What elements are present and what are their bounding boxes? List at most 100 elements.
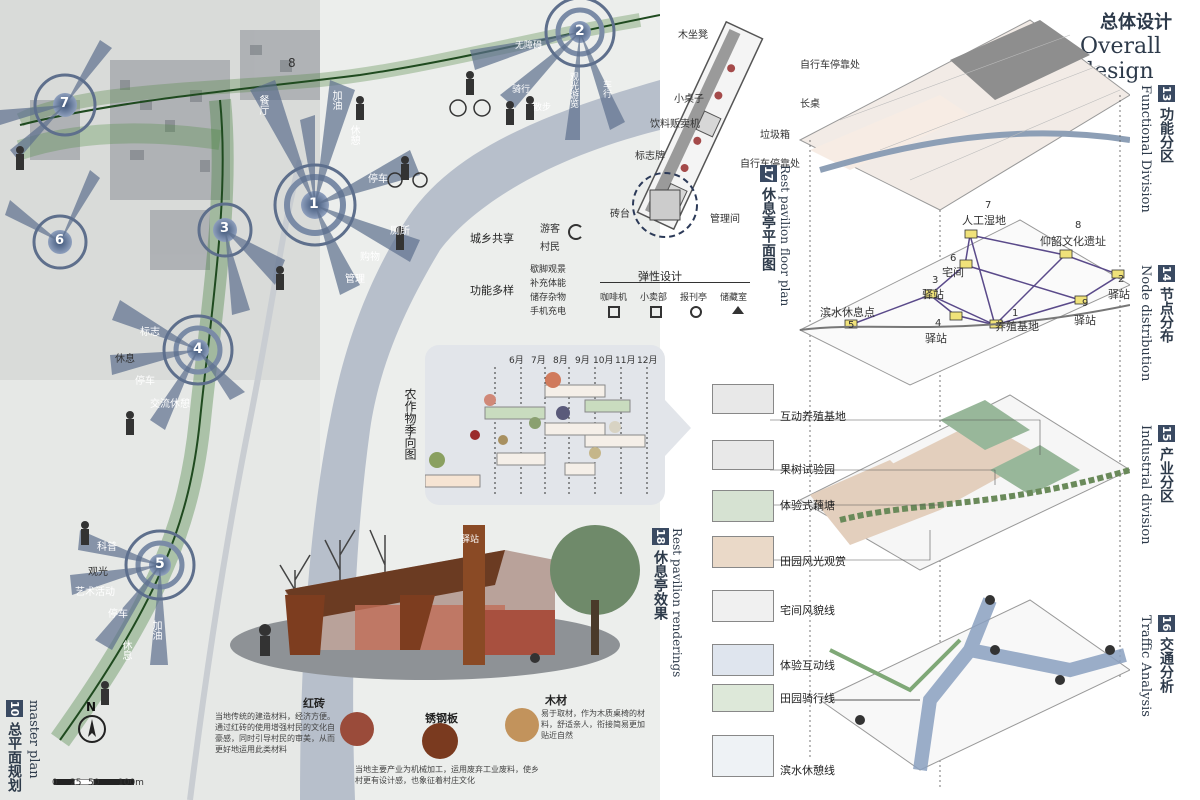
node-1-num: 1 (1012, 308, 1019, 319)
industry-icon-3 (712, 490, 774, 522)
overall-title-cn: 总体设计 (1100, 12, 1172, 33)
n5-label-art: 艺术活动 (75, 587, 115, 598)
node-8-num: 8 (1075, 220, 1082, 231)
node-number-4[interactable]: 4 (193, 341, 203, 357)
node-4-name: 驿站 (925, 332, 947, 345)
node-9-name: 驿站 (1074, 314, 1096, 327)
n1-label-fuel: 加油 (330, 90, 341, 110)
material-steel: 锈钢板 当地主要产业为机械加工，运用废弃工业废料，使乡村更有设计感，也象征着村庄… (355, 710, 545, 786)
label-small-table: 小桌子 (674, 94, 704, 105)
multi-item-energy: 补充体能 (530, 279, 567, 289)
node-number-5[interactable]: 5 (155, 556, 165, 572)
flex-item-coffee: 咖啡机 (600, 293, 628, 303)
node-5-name: 滨水休息点 (820, 306, 875, 319)
node-2-num: 2 (1118, 274, 1125, 285)
month-11: 11月 (615, 356, 636, 366)
node-number-6[interactable]: 6 (55, 233, 65, 248)
label-sign-board: 标志牌 (635, 151, 665, 162)
n4-label-exchange: 交流休憩 (150, 399, 190, 410)
storeroom-icon (732, 306, 744, 314)
node-9-num: 9 (1082, 298, 1089, 309)
n2-label-walk: 散步 (533, 103, 552, 113)
node-number-7[interactable]: 7 (60, 96, 70, 111)
crop-chart-title: 农作物季向图 (403, 388, 417, 460)
industry-icon-2 (712, 440, 774, 470)
s16-en: Traffic Analysis (1138, 615, 1153, 717)
s18-title: 18 休息亭效果 (650, 528, 670, 620)
node-2-name: 驿站 (1108, 288, 1130, 301)
material-steel-swatch (422, 723, 458, 759)
month-7: 7月 (531, 356, 546, 366)
material-steel-title: 锈钢板 (425, 712, 458, 725)
n5-label-sightseeing: 观光 (88, 567, 108, 578)
multi-item-storage: 储存杂物 (530, 293, 567, 303)
traffic-item-1: 宅间风貌线 (780, 604, 835, 617)
material-brick-swatch (340, 712, 374, 746)
industry-icon-1 (712, 384, 774, 414)
n4-label-parking: 停车 (135, 376, 155, 387)
pavilion-render-drawing (230, 525, 640, 680)
s17-title: 17 休息亭平面图 (758, 165, 778, 271)
label-brick-platform: 砖台 (610, 209, 630, 220)
n1-label-shopping: 购物 (360, 252, 380, 263)
s13-cn: 功能分区 (1158, 107, 1174, 164)
label-bike-stop-1: 自行车停靠处 (800, 60, 860, 71)
month-12: 12月 (637, 356, 658, 366)
s14-title: 14 节点分布 (1156, 265, 1176, 343)
industry-icon-4 (712, 536, 774, 568)
month-10: 10月 (593, 356, 614, 366)
traffic-item-2: 体验互动线 (780, 659, 835, 672)
label-bike-stop-2: 自行车停靠处 (740, 155, 800, 170)
share-title: 城乡共享 (470, 232, 514, 245)
s15-cn: 产业分区 (1158, 447, 1174, 504)
n1-label-toilet: 厕所 (390, 226, 410, 237)
traffic-icon-3 (712, 684, 774, 712)
scale-bar (54, 770, 144, 786)
north-label: N (86, 700, 97, 714)
crop-season-bars (425, 367, 648, 495)
multi-item-rest: 歇脚观景 (530, 265, 567, 275)
node-6-num: 6 (950, 253, 957, 264)
label-management-room: 管理间 (710, 214, 740, 225)
share-villager: 村民 (540, 242, 560, 253)
node-3-name: 驿站 (922, 288, 944, 301)
node-number-8[interactable]: 8 (288, 56, 296, 70)
flex-item-newsstand: 报刊亭 (680, 293, 708, 303)
node-number-3[interactable]: 3 (220, 221, 230, 236)
s16-cn: 交通分析 (1158, 637, 1174, 694)
node-number-2[interactable]: 2 (575, 23, 585, 39)
flex-item-shop: 小卖部 (640, 293, 668, 303)
s15-num: 15 (1158, 425, 1175, 443)
node-6-name: 宅间 (942, 266, 964, 279)
s18-en: Rest pavilion renderings (670, 528, 684, 678)
industry-item-2: 果树试验园 (780, 463, 835, 476)
n4-label-rest: 休息 (115, 354, 135, 365)
chart-callout-tail (665, 400, 691, 456)
s16-title: 16 交通分析 (1156, 615, 1176, 693)
s13-title: 13 功能分区 (1156, 85, 1176, 163)
pavilion-floor-plan: 木坐凳 自行车停靠处 小桌子 长桌 饮料贩卖机 垃圾箱 标志牌 自行车停靠处 砖… (600, 0, 860, 330)
scale-tick-25: 25 (70, 778, 82, 788)
s14-cn: 节点分布 (1158, 287, 1174, 344)
month-6: 6月 (509, 356, 524, 366)
material-steel-desc: 当地主要产业为机械加工，运用废弃工业废料，使乡村更有设计感，也象征着村庄文化 (355, 765, 539, 785)
master-plan-title-en: master plan (26, 700, 41, 779)
s16-num: 16 (1158, 615, 1175, 633)
master-plan-title: 10 总平面规划 (4, 700, 24, 792)
pavilion-plan-drawing (632, 20, 764, 238)
industry-item-3: 体验式藕塘 (780, 499, 835, 512)
s14-en: Node distribution (1138, 265, 1153, 382)
node-1-name: 养殖基地 (995, 320, 1039, 333)
n5-label-fuel: 加油 (150, 620, 161, 640)
s10-num: 10 (6, 700, 23, 718)
multi-item-charge: 手机充电 (530, 307, 567, 317)
scale-tick-0: 0 (52, 778, 58, 788)
n2-label-car: 车行 (601, 80, 611, 98)
s14-num: 14 (1158, 265, 1175, 283)
n5-label-science: 科普 (97, 542, 117, 553)
label-vending-machine: 饮料贩卖机 (650, 119, 700, 130)
flex-divider (600, 282, 750, 283)
node-5-num: 5 (848, 320, 855, 331)
material-wood-title: 木材 (545, 694, 567, 707)
node-number-1[interactable]: 1 (309, 196, 319, 212)
